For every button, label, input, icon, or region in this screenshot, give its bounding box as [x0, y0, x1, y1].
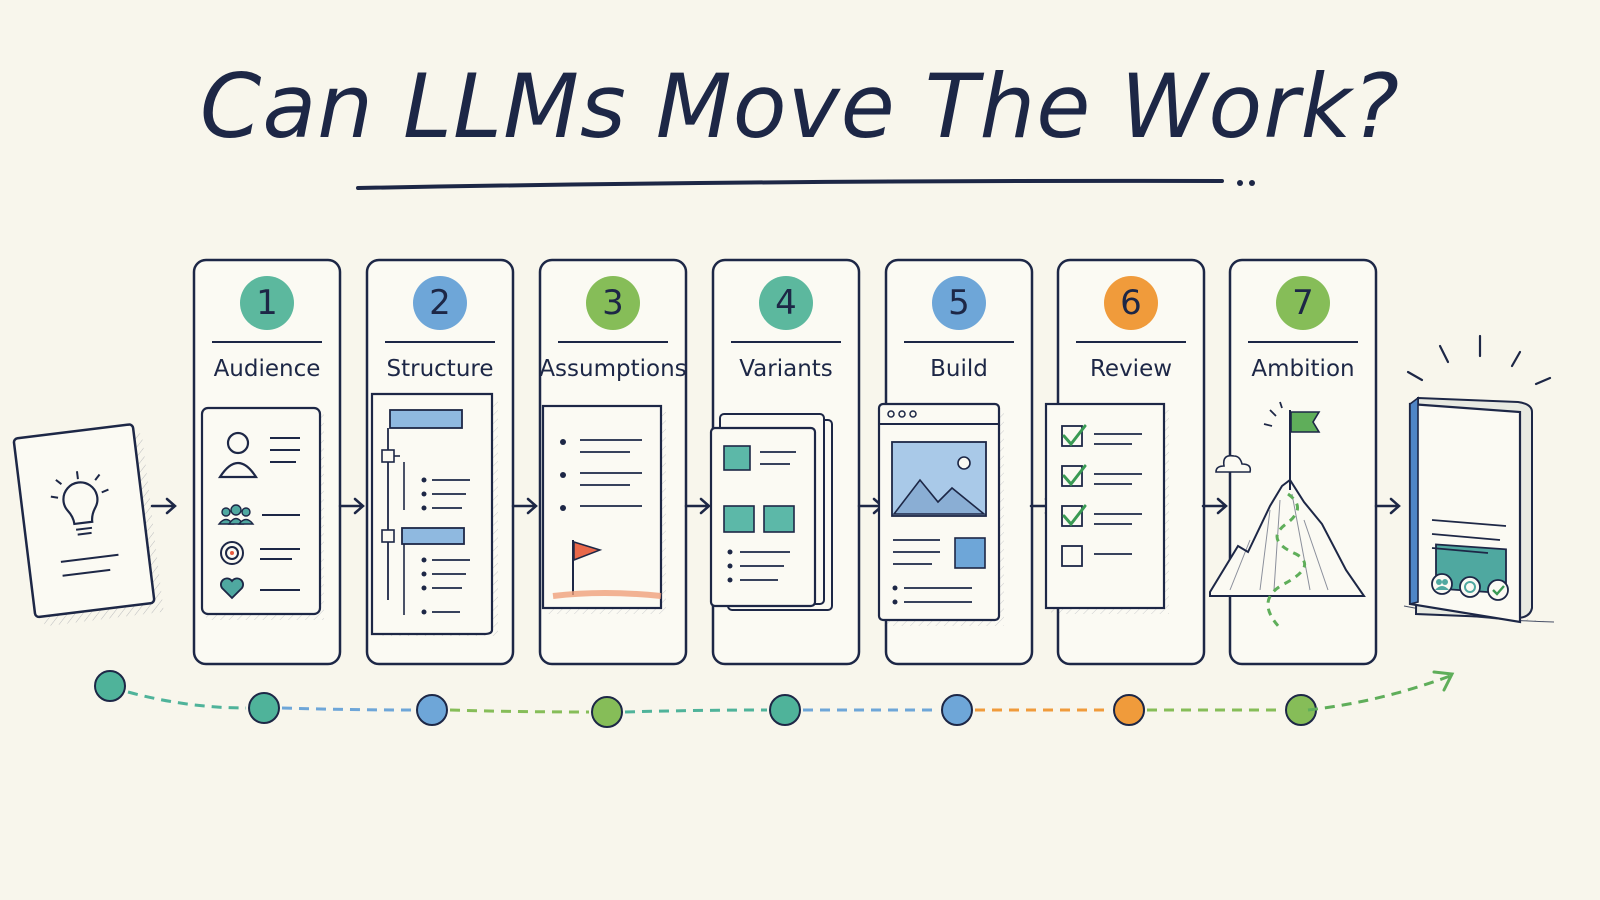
flow-arrow	[150, 497, 177, 515]
title-underline-dot	[1237, 180, 1243, 186]
timeline-dot	[94, 670, 126, 702]
assumptions-illustration	[541, 404, 666, 614]
step-number-5: 5	[932, 276, 986, 330]
step-number-7: 7	[1276, 276, 1330, 330]
person-icon	[217, 431, 259, 479]
flow-arrows	[150, 497, 1401, 515]
group-icon	[217, 504, 255, 525]
step-label-7: Ambition	[1251, 356, 1355, 382]
lightbulb-card-icon	[12, 423, 164, 627]
title-underline	[356, 178, 1224, 190]
timeline-segment	[624, 708, 768, 714]
title-underline-dot	[1249, 180, 1255, 186]
audience-illustration	[200, 406, 324, 620]
browser-window-icon	[877, 402, 1004, 626]
timeline-dot	[416, 694, 448, 726]
mountain-flag-icon	[1209, 401, 1366, 630]
step-number-6: 6	[1104, 276, 1158, 330]
step-number-2: 2	[413, 276, 467, 330]
timeline-end-arrow	[1307, 674, 1451, 712]
flow-arrow	[1201, 497, 1228, 515]
timeline-segment	[127, 690, 247, 710]
step-label-5: Build	[930, 356, 988, 382]
step-number-3: 3	[586, 276, 640, 330]
hierarchy-icon	[370, 392, 498, 636]
step-label-6: Review	[1089, 356, 1173, 382]
flow-arrow	[511, 497, 538, 515]
checklist-icon	[1044, 402, 1169, 614]
page-title: Can LLMs Move The Work?	[199, 55, 1401, 158]
timeline-segment	[449, 708, 590, 714]
timeline-arrowhead	[1432, 670, 1455, 692]
flow-arrow	[338, 497, 365, 515]
step-label-2: Structure	[386, 356, 494, 382]
step-number-1: 1	[240, 276, 294, 330]
step-label-1: Audience	[213, 356, 321, 382]
target-icon	[220, 541, 244, 565]
progress-timeline	[94, 670, 1317, 728]
timeline-dot	[248, 692, 280, 724]
step-number-4: 4	[759, 276, 813, 330]
flow-arrow	[1374, 497, 1401, 515]
finished-book-icon	[1403, 334, 1555, 624]
flag-icon	[552, 540, 662, 599]
stacked-cards-icon	[709, 413, 833, 611]
step-label-3: Assumptions	[539, 356, 687, 382]
step-label-4: Variants	[739, 356, 833, 382]
timeline-dot	[1113, 694, 1145, 726]
timeline-dot	[591, 696, 623, 728]
flow-arrow	[684, 497, 711, 515]
timeline-dot	[769, 694, 801, 726]
timeline-dot	[941, 694, 973, 726]
timeline-segment	[281, 706, 415, 712]
heart-icon	[220, 577, 244, 600]
